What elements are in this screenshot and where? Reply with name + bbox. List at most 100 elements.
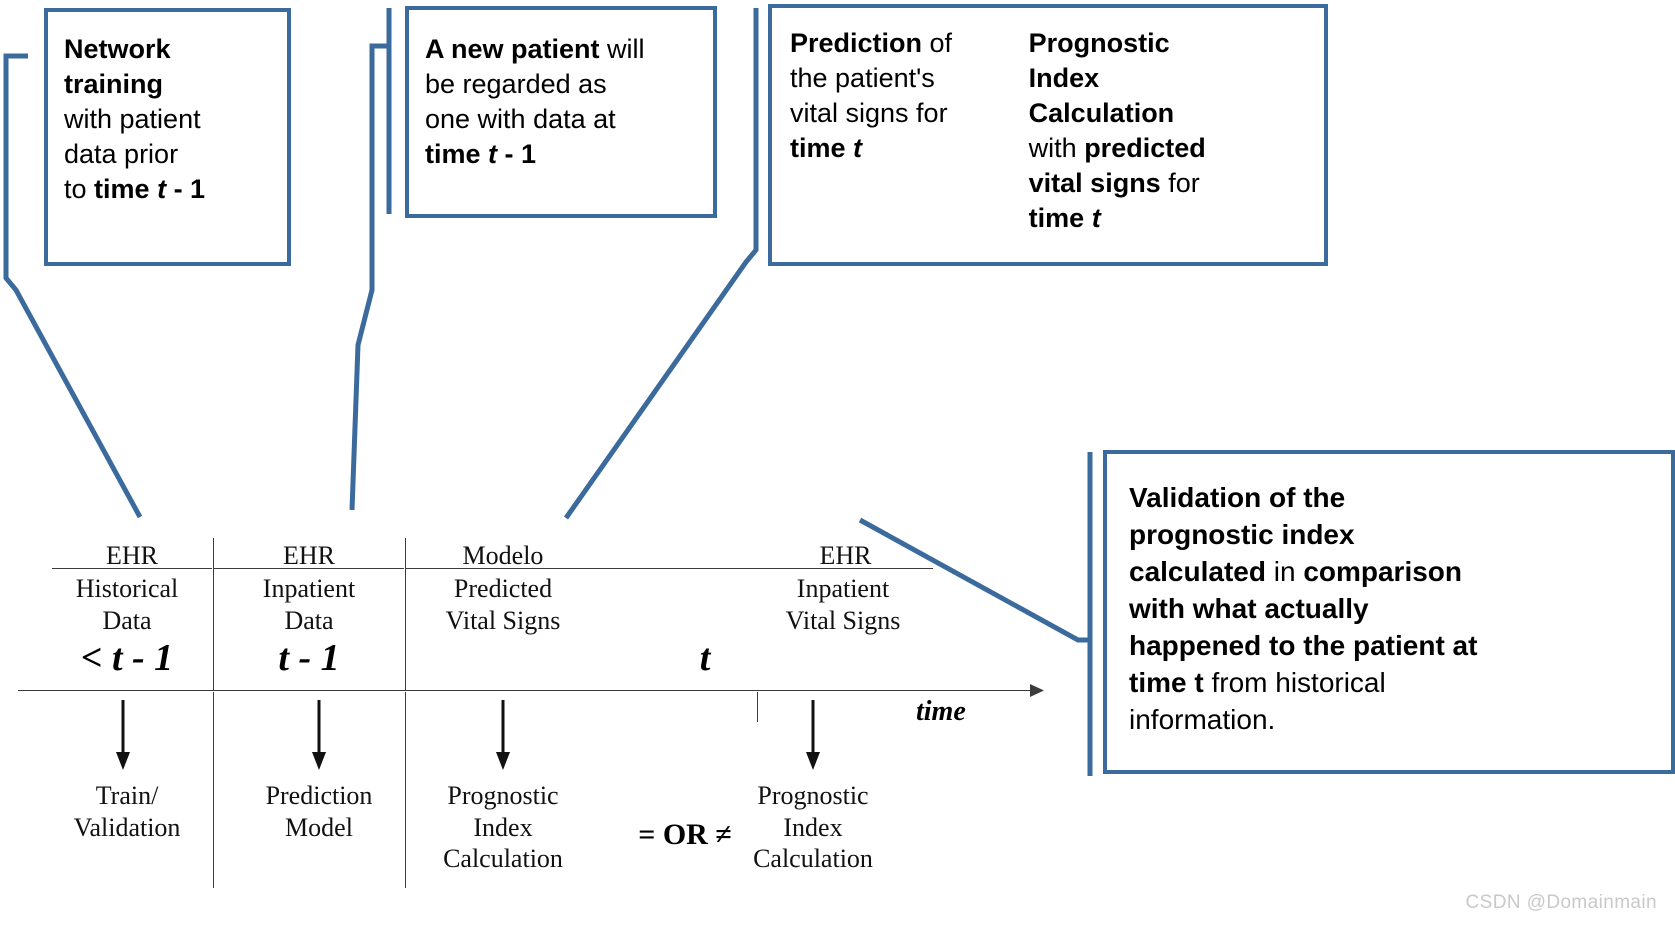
detail-line: Historical: [75, 574, 179, 603]
prognostic-line5-rest: for: [1160, 168, 1200, 199]
source-rule-3: [406, 568, 758, 569]
time-label: t: [699, 637, 711, 679]
timeline-outcome-2: Prediction Model: [234, 780, 404, 843]
comparison-operator-text: = OR ≠: [638, 818, 732, 851]
outcome-line: Prognostic: [757, 781, 869, 810]
prediction-column: Prediction of the patient's vital signs …: [772, 8, 1007, 262]
timeline-outcome-3: Prognostic Index Calculation: [418, 780, 588, 875]
prognostic-line5-bold: vital signs: [1028, 168, 1161, 199]
newpatient-line3: one with data at: [425, 104, 616, 135]
training-line3: with patient: [64, 104, 201, 135]
source-label: Modelo: [462, 541, 544, 570]
timeline-outcome-4: Prognostic Index Calculation: [728, 780, 898, 875]
outcome-line: Prognostic: [447, 781, 559, 810]
detail-line: Vital Signs: [445, 605, 561, 635]
outcome-line: Index: [473, 812, 533, 842]
timeline-detail-2: Inpatient Data: [224, 573, 394, 636]
timeline-time-1: < t - 1: [42, 636, 212, 680]
newpatient-line2: be regarded as: [425, 69, 607, 100]
prognostic-line6-bold: time: [1028, 203, 1092, 234]
comparison-operator: = OR ≠: [600, 818, 770, 852]
training-line2: training: [64, 69, 163, 100]
prognostic-line3: Calculation: [1028, 98, 1175, 129]
prognostic-column: Prognostic Index Calculation with predic…: [1007, 8, 1324, 262]
timeline-outcome-1: Train/ Validation: [42, 780, 212, 843]
callout-prediction-prognostic: Prediction of the patient's vital signs …: [768, 4, 1328, 266]
training-line4: data prior: [64, 139, 179, 170]
time-axis-line: [18, 690, 1040, 691]
prognostic-line4-prefix: with: [1028, 133, 1085, 164]
detail-line: Data: [102, 605, 152, 635]
column-divider-1: [213, 538, 214, 690]
source-rule-2: [214, 568, 404, 569]
validation-line6-bold: time t: [1129, 666, 1204, 698]
detail-line: Inpatient: [262, 574, 356, 603]
timeline-detail-1: Historical Data: [42, 573, 212, 636]
prognostic-line1: Prognostic: [1028, 28, 1170, 58]
timeline-source-3: Modelo: [418, 540, 588, 572]
timeline-block: time EHR Historical Data < t - 1 Train/ …: [0, 528, 1100, 888]
detail-line: Vital Signs: [785, 605, 901, 635]
newpatient-line1-bold: A new patient: [425, 34, 600, 64]
time-axis-label: time: [916, 696, 966, 727]
source-label: EHR: [819, 541, 872, 570]
outcome-line: Model: [285, 812, 353, 842]
prediction-line1-bold: Prediction: [790, 28, 923, 58]
callout-new-patient: A new patient will be regarded as one wi…: [405, 6, 717, 218]
timeline-detail-4: Inpatient Vital Signs: [748, 573, 938, 636]
detail-line: Data: [284, 605, 334, 635]
detail-line: Inpatient: [796, 574, 890, 603]
timeline-time-3: t: [620, 636, 790, 680]
prediction-line4-bold: time: [790, 133, 854, 164]
training-line5-prefix: to: [64, 174, 95, 205]
newpatient-line1-rest: will: [599, 34, 645, 64]
callout-network-training: Network training with patient data prior…: [44, 8, 291, 266]
source-rule-4: [758, 568, 933, 569]
training-line5-italic: t: [157, 174, 167, 205]
prediction-line1-rest: of: [922, 28, 953, 58]
validation-line1: Validation of the: [1129, 482, 1346, 513]
prognostic-line6-italic: t: [1091, 203, 1101, 234]
validation-line6-rest: from historical: [1203, 666, 1386, 698]
prognostic-line4-bold: predicted: [1084, 133, 1206, 164]
newpatient-line4-suffix: - 1: [497, 139, 537, 170]
validation-line3-bold: calculated: [1129, 555, 1266, 587]
outcome-line: Validation: [73, 812, 181, 842]
leader-new-patient: [349, 43, 390, 511]
source-rule-1: [52, 568, 212, 569]
time-label: < t - 1: [80, 637, 174, 679]
prediction-line2: the patient's: [790, 63, 935, 94]
outcome-line: Calculation: [753, 844, 873, 874]
time-label: t - 1: [278, 637, 340, 679]
prognostic-line2: Index: [1028, 63, 1100, 94]
timeline-source-2: EHR: [224, 540, 394, 572]
validation-line3-bold2: comparison: [1303, 555, 1463, 587]
column-divider-2: [405, 538, 406, 690]
validation-line4: with what actually: [1129, 592, 1369, 624]
validation-line5: happened to the patient at: [1129, 629, 1478, 661]
outcome-line: Train/: [95, 781, 159, 810]
outcome-line: Prediction: [265, 781, 373, 810]
validation-line7: information.: [1129, 703, 1276, 735]
training-line1: Network: [64, 34, 171, 64]
prediction-line3: vital signs for: [790, 98, 948, 129]
column-divider-3-lower: [757, 692, 758, 722]
outcome-line: Index: [783, 812, 843, 842]
callout-validation: Validation of the prognostic index calcu…: [1103, 450, 1675, 774]
csdn-watermark: CSDN @Domainmain: [1465, 892, 1657, 913]
timeline-time-2: t - 1: [224, 636, 394, 680]
column-divider-2-lower: [405, 692, 406, 888]
prediction-line4-italic: t: [853, 133, 863, 164]
timeline-detail-3: Predicted Vital Signs: [418, 573, 588, 636]
validation-line2: prognostic index: [1129, 518, 1355, 550]
source-label: EHR: [283, 541, 335, 570]
outcome-line: Calculation: [443, 844, 563, 874]
training-line5-suffix: - 1: [166, 174, 206, 205]
column-divider-1-lower: [213, 692, 214, 888]
validation-line3-rest: in: [1265, 555, 1304, 587]
newpatient-line4-italic: t: [488, 139, 498, 170]
detail-line: Predicted: [453, 574, 553, 603]
timeline-source-4: EHR: [758, 540, 933, 572]
newpatient-line4-bold: time: [425, 139, 489, 170]
